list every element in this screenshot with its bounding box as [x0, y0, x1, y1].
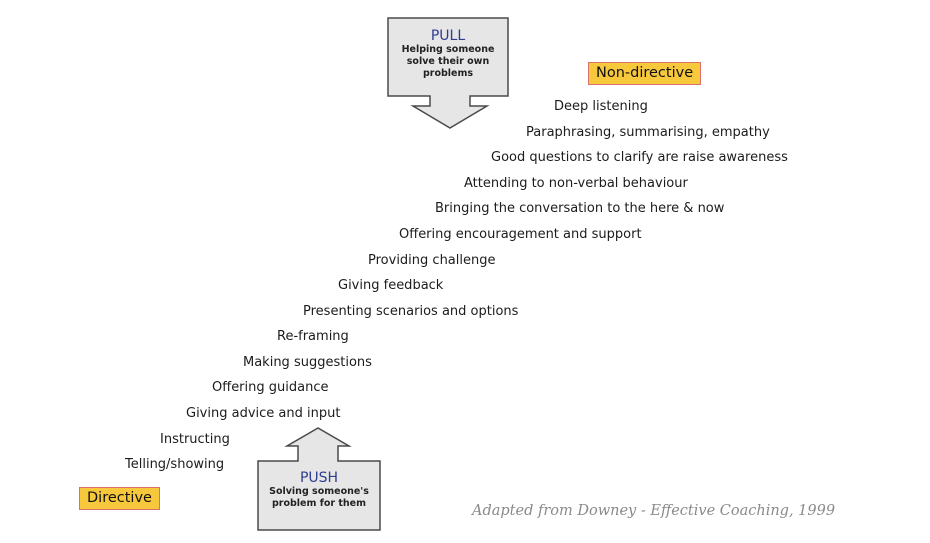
step-item: Bringing the conversation to the here & … — [435, 201, 725, 216]
step-item: Attending to non-verbal behaviour — [464, 176, 688, 191]
directive-label: Directive — [79, 487, 160, 510]
source-credit: Adapted from Downey - Effective Coaching… — [472, 503, 836, 519]
push-box: PUSH Solving someone's problem for them — [258, 470, 380, 510]
step-item: Offering encouragement and support — [399, 227, 642, 242]
step-item: Making suggestions — [243, 355, 372, 370]
pull-arrow-shape — [387, 17, 509, 129]
pull-subtitle-line: problems — [422, 68, 474, 79]
push-arrow-shape — [257, 427, 381, 531]
non-directive-label: Non-directive — [588, 62, 702, 85]
push-subtitle-line: problem for them — [271, 498, 367, 509]
step-item: Telling/showing — [125, 457, 225, 472]
step-item: Giving feedback — [338, 278, 444, 293]
step-item: Giving advice and input — [186, 406, 341, 421]
push-title: PUSH — [299, 470, 339, 486]
step-item: Paraphrasing, summarising, empathy — [526, 125, 770, 140]
step-item: Providing challenge — [368, 253, 496, 268]
step-item: Presenting scenarios and options — [303, 304, 519, 319]
pull-box: PULL Helping someone solve their own pro… — [388, 28, 508, 80]
pull-subtitle-line: Helping someone — [401, 44, 495, 55]
pull-title: PULL — [430, 28, 466, 44]
push-subtitle-line: Solving someone's — [269, 486, 369, 497]
pull-subtitle-line: solve their own — [406, 56, 490, 67]
step-item: Offering guidance — [212, 380, 329, 395]
step-item: Deep listening — [554, 99, 648, 114]
step-item: Good questions to clarify are raise awar… — [491, 150, 788, 165]
step-item: Re-framing — [277, 329, 349, 344]
step-item: Instructing — [160, 432, 230, 447]
